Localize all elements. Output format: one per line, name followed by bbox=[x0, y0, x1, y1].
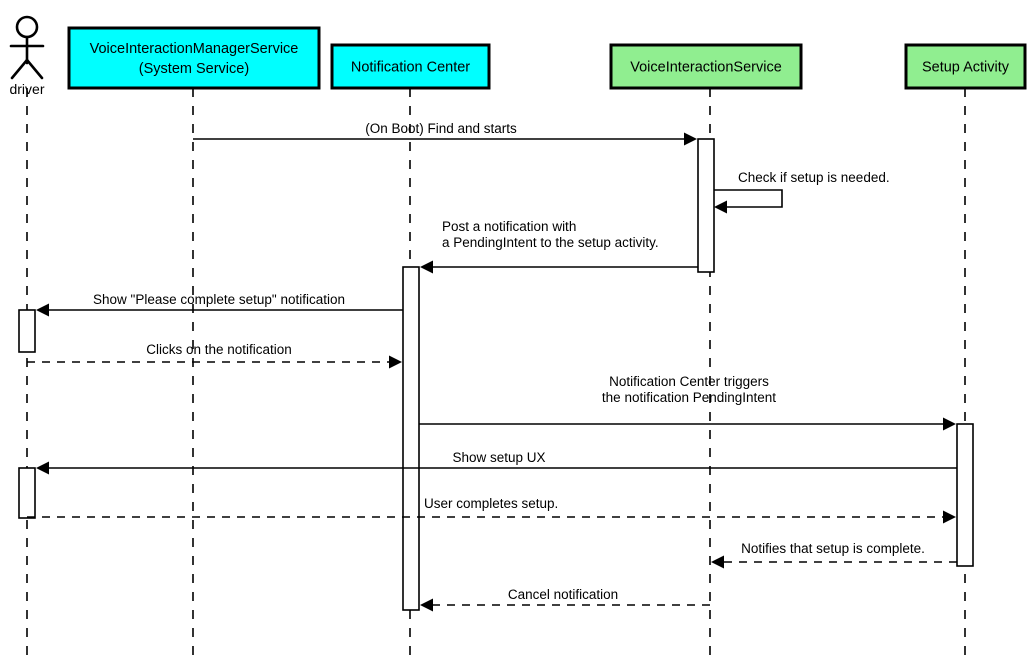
activation-bars-layer bbox=[18, 138, 974, 611]
message-msg-8[interactable]: User completes setup. bbox=[27, 496, 956, 524]
participant-label-driver: driver bbox=[9, 81, 44, 97]
arrowhead-icon bbox=[36, 461, 49, 475]
activation-bar-setup_activity bbox=[956, 423, 974, 567]
message-label: Check if setup is needed. bbox=[738, 170, 890, 185]
message-line-self bbox=[714, 189, 783, 208]
message-msg-1[interactable]: (On Boot) Find and starts bbox=[193, 121, 697, 146]
arrowhead-icon bbox=[684, 132, 697, 146]
participant-vis[interactable]: VoiceInteractionService bbox=[609, 43, 803, 90]
arrowhead-icon bbox=[714, 200, 727, 214]
participant-box-vis[interactable] bbox=[609, 43, 803, 90]
message-label: Notification Center triggers bbox=[609, 374, 769, 389]
message-label: the notification PendingIntent bbox=[602, 390, 776, 405]
message-msg-2[interactable]: Check if setup is needed. bbox=[714, 170, 890, 214]
message-label: Show setup UX bbox=[452, 450, 545, 465]
participant-box-setup_activity[interactable] bbox=[904, 43, 1027, 90]
message-label: a PendingIntent to the setup activity. bbox=[442, 235, 659, 250]
message-label: Clicks on the notification bbox=[146, 342, 292, 357]
message-msg-4[interactable]: Show "Please complete setup" notificatio… bbox=[36, 292, 403, 317]
participant-box-vims[interactable] bbox=[67, 26, 321, 90]
message-label: (On Boot) Find and starts bbox=[365, 121, 517, 136]
arrowhead-icon bbox=[943, 417, 956, 431]
participant-box-notification_center[interactable] bbox=[330, 43, 491, 90]
message-msg-7[interactable]: Show setup UX bbox=[36, 450, 957, 475]
participant-label-notification_center: Notification Center bbox=[351, 59, 470, 75]
participant-notification_center[interactable]: Notification Center bbox=[330, 43, 491, 90]
arrowhead-icon bbox=[711, 555, 724, 569]
activation-bar-notification_center bbox=[402, 266, 420, 611]
participant-label-vims: VoiceInteractionManagerService bbox=[90, 41, 299, 57]
actor-leg-right-icon bbox=[25, 58, 44, 80]
participant-sublabel-vims: (System Service) bbox=[139, 61, 249, 77]
participant-label-setup_activity: Setup Activity bbox=[922, 59, 1010, 75]
participant-vims[interactable]: VoiceInteractionManagerService (System Se… bbox=[67, 26, 321, 90]
activation-bar-vis bbox=[697, 138, 715, 273]
message-msg-9[interactable]: Notifies that setup is complete. bbox=[711, 541, 957, 569]
message-label: User completes setup. bbox=[424, 496, 558, 511]
actor-leg-left-icon bbox=[10, 58, 29, 80]
message-label: Notifies that setup is complete. bbox=[741, 541, 925, 556]
participant-setup_activity[interactable]: Setup Activity bbox=[904, 43, 1027, 90]
arrowhead-icon bbox=[943, 510, 956, 524]
message-label: Cancel notification bbox=[508, 587, 618, 602]
arrowhead-icon bbox=[420, 598, 433, 612]
actor-head-icon bbox=[15, 15, 39, 39]
message-label: Show "Please complete setup" notificatio… bbox=[93, 292, 345, 307]
arrowhead-icon bbox=[36, 303, 49, 317]
arrowhead-icon bbox=[389, 355, 402, 369]
participant-driver[interactable]: driver bbox=[9, 15, 45, 97]
activation-bar-driver bbox=[18, 309, 36, 353]
message-msg-5[interactable]: Clicks on the notification bbox=[27, 342, 402, 369]
activation-bar-driver bbox=[18, 467, 36, 519]
participant-label-vis: VoiceInteractionService bbox=[630, 59, 782, 75]
message-msg-10[interactable]: Cancel notification bbox=[420, 587, 710, 612]
message-label: Post a notification with bbox=[442, 219, 576, 234]
arrowhead-icon bbox=[420, 260, 433, 274]
participants-layer: driver VoiceInteractionManagerService (Sys… bbox=[9, 15, 1027, 97]
